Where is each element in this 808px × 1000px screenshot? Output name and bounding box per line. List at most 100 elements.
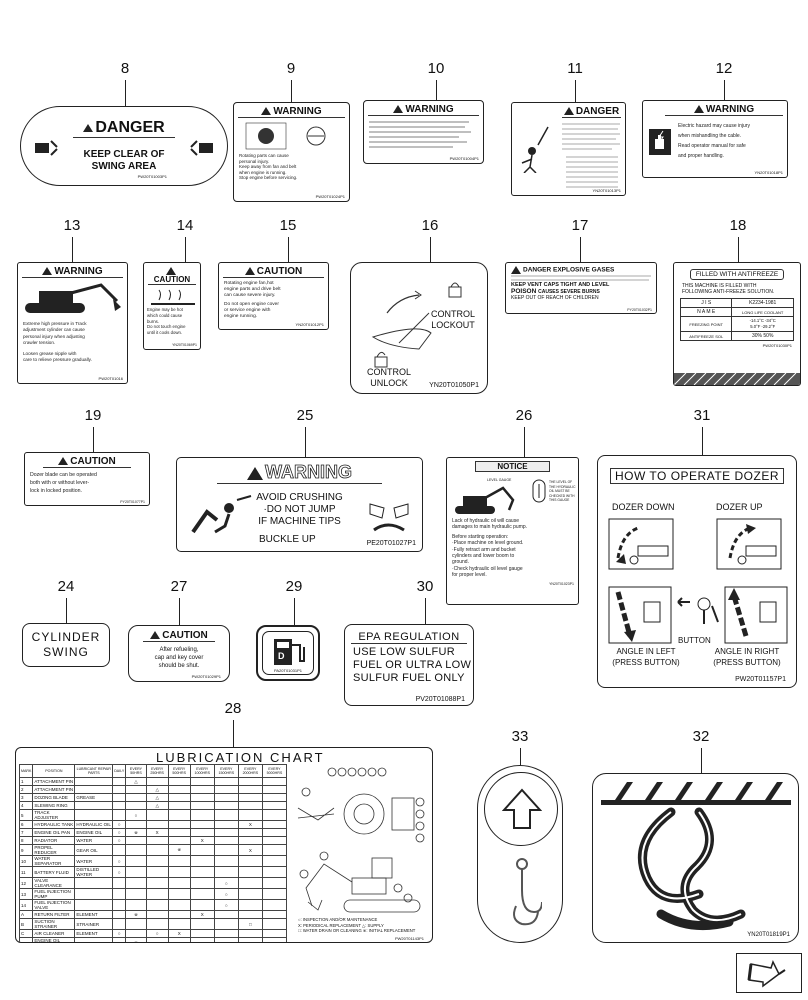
decal-code: PE20T01027P1 — [366, 540, 416, 547]
table-cell: X — [189, 836, 215, 845]
level-gauge-icon — [532, 479, 546, 503]
angle-left-note: (PRESS BUTTON) — [612, 658, 680, 667]
table-cell — [167, 820, 191, 829]
text-line: Extreme high pressure in Track — [23, 321, 87, 326]
table-cell: GEAR OIL — [74, 844, 114, 856]
text-line: Electric hazard may cause injury — [678, 123, 750, 129]
decal-code: YN20T01013P1 — [592, 188, 621, 193]
table-cell — [213, 809, 239, 821]
table-cell: X — [145, 937, 169, 942]
table-cell — [261, 910, 288, 919]
decal-danger-powerline: DANGER YN20T01013P1 — [511, 102, 626, 196]
text-block-lines — [511, 275, 651, 281]
decal-diesel-fuel: D PA20T01031P1 — [256, 625, 320, 681]
table-cell — [189, 828, 215, 837]
table-cell — [237, 801, 263, 810]
decal-code: PW20T01003P1 — [137, 174, 167, 179]
table-cell: D — [18, 937, 34, 942]
text-line: Lack of hydraulic oil will cause — [452, 518, 519, 524]
table-cell: BATTERY FLUID — [32, 866, 76, 878]
leader-32 — [701, 748, 702, 773]
table-cell — [167, 809, 191, 821]
table-cell — [237, 855, 263, 867]
decal-code: PV20T01088P1 — [415, 696, 465, 703]
table-cell — [189, 888, 215, 900]
table-cell — [125, 820, 147, 829]
dozer-up-label: DOZER UP — [716, 502, 763, 512]
next-page-button[interactable] — [736, 953, 802, 993]
text-line: SWING — [43, 645, 89, 659]
text-line: adjustment cylinder can cause — [23, 327, 85, 333]
callout-9: 9 — [286, 60, 296, 77]
table-cell — [112, 809, 127, 821]
warning-triangle-icon — [563, 107, 574, 116]
text-line: Do not touch engine — [147, 324, 186, 330]
table-cell — [237, 809, 263, 821]
decal-warning-coolant: WARNING PW20T01004P1 — [363, 100, 484, 164]
leader-8 — [125, 80, 126, 106]
table-cell: △ — [145, 785, 169, 794]
table-cell: STRAINER — [74, 918, 114, 930]
table-cell: PROPEL REDUCER — [32, 844, 76, 856]
warning-triangle-icon — [247, 466, 263, 480]
text-line: crawler tension. — [23, 340, 56, 346]
table-cell — [213, 793, 239, 802]
table-cell — [112, 888, 127, 900]
text-line: KEEP VENT CAPS TIGHT AND LEVEL — [511, 282, 610, 288]
angle-right-label: ANGLE IN RIGHT — [714, 647, 780, 656]
table-cell — [125, 836, 147, 845]
table-cell: WATER — [74, 855, 114, 867]
warning-triangle-icon — [42, 267, 53, 276]
text-line: Loosen grease nipple with — [23, 350, 77, 356]
decal-battery-danger: DANGER EXPLOSIVE GASES KEEP VENT CAPS TI… — [505, 262, 657, 314]
table-cell — [125, 801, 147, 810]
table-cell — [125, 899, 147, 911]
decal-title: HOW TO OPERATE DOZER — [610, 468, 784, 484]
table-cell — [261, 820, 288, 829]
decal-lift-hook — [477, 765, 563, 943]
text-line: Keep away from fan and belt — [239, 164, 297, 169]
table-cell: X — [145, 828, 169, 837]
decal-warning-track: WARNING Extreme high pressure in Track a… — [17, 262, 128, 384]
table-cell — [125, 918, 147, 930]
decal-title: CAUTION — [256, 266, 303, 277]
table-cell: TRACK ADJUSTER — [32, 809, 76, 821]
table-cell: DISTILLED WATER — [74, 866, 114, 878]
table-cell — [112, 793, 127, 802]
table-cell: 2 — [18, 785, 34, 794]
text-line: until it cools down. — [147, 330, 183, 336]
leader-14 — [185, 237, 186, 262]
table-cell: LONG LIFE COOLANT — [731, 307, 794, 317]
callout-31: 31 — [693, 407, 711, 424]
text-line: Before starting operation: — [452, 533, 509, 540]
leader-25 — [305, 427, 306, 457]
table-cell — [261, 801, 288, 810]
callout-24: 24 — [57, 578, 75, 595]
table-cell — [112, 918, 127, 930]
table-cell: X — [237, 844, 263, 856]
table-header-cell: EVERY 5000HRS — [261, 764, 288, 778]
table-cell: ○ — [112, 820, 127, 829]
table-cell — [167, 828, 191, 837]
table-header-cell: EVERY 1000HRS — [189, 764, 215, 778]
table-cell: X — [237, 820, 263, 829]
table-cell: AIR CLEANER — [32, 929, 76, 938]
table-cell: -14.1°C -34°C — [749, 318, 776, 323]
decal-title: DANGER — [575, 106, 620, 117]
table-cell: FUEL INJECTION VALVE — [32, 899, 76, 911]
decal-code: PW20T01024P1 — [315, 194, 345, 199]
table-cell: 3 — [18, 793, 34, 802]
leader-24 — [66, 598, 67, 623]
decal-code: YN20T01069P1 — [172, 343, 197, 347]
text-line: Engine may be hot — [147, 307, 183, 312]
text-line: KEEP OUT OF REACH OF CHILDREN — [511, 295, 599, 301]
text-line: Read operator manual for safe — [678, 143, 746, 149]
text-line: After refueling, — [159, 647, 199, 653]
text-line: DANGER — [523, 266, 552, 274]
